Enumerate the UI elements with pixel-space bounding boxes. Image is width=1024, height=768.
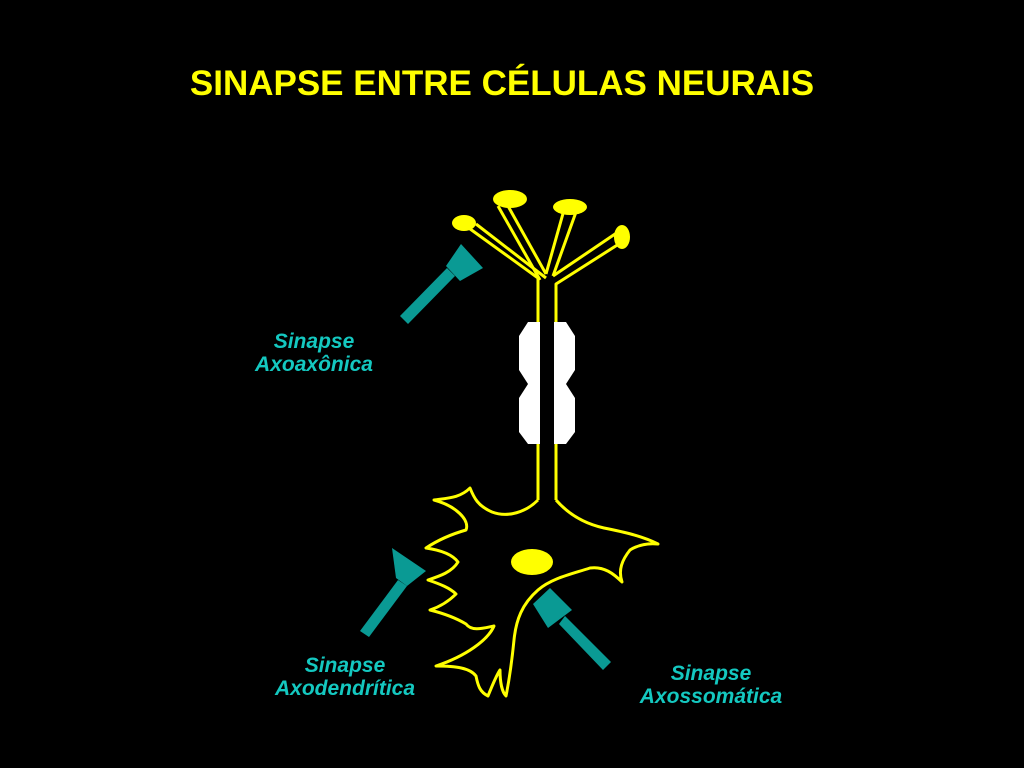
cell-body-outline [424,486,660,698]
label-line: Axoaxônica [255,353,373,376]
axoaxonic-terminal [400,244,483,324]
terminal-bulb [452,215,476,231]
terminal-bulb [614,225,630,249]
label-axoaxonic-synapse: Sinapse Axoaxônica [236,330,392,376]
label-line: Axossomática [639,685,783,708]
myelin-segment [554,322,575,444]
label-axodendritic-synapse: Sinapse Axodendrítica [252,654,438,700]
axon [536,290,558,500]
label-line: Sinapse [304,654,386,677]
myelin-segment [519,322,540,444]
label-axosomatic-synapse: Sinapse Axossomática [616,662,806,708]
nucleus [511,549,553,575]
label-line: Sinapse [273,330,355,353]
axon-terminal-branches [465,205,623,290]
myelin-sheath [519,322,575,444]
terminal-bulb [553,199,587,215]
label-line: Axodendrítica [274,677,416,700]
terminal-bulb [493,190,527,208]
axosomatic-terminal [533,588,611,670]
label-line: Sinapse [670,662,752,685]
slide-title: SINAPSE ENTRE CÉLULAS NEURAIS [189,64,815,103]
axodendritic-terminal [360,548,426,637]
terminal-bulbs [452,190,630,249]
